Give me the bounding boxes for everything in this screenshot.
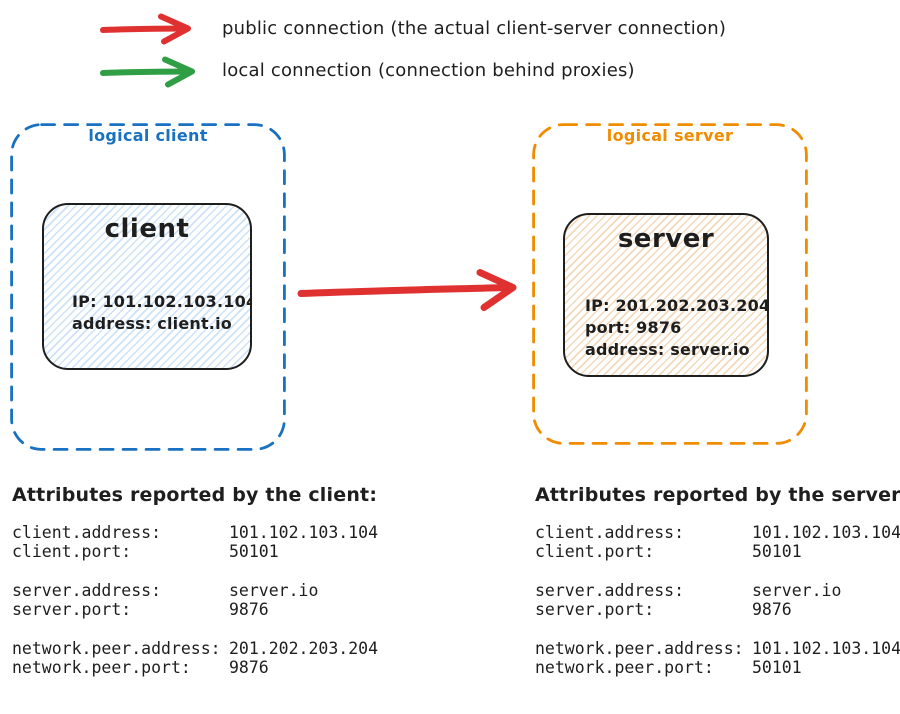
server-node-details: IP: 201.202.203.204 port: 9876 address: … bbox=[585, 295, 769, 361]
server-address-line: address: server.io bbox=[585, 340, 750, 359]
attr-row-server-address: server.address: server.io bbox=[12, 581, 319, 600]
logical-client-label: logical client bbox=[88, 126, 208, 145]
server-port-line: port: 9876 bbox=[585, 318, 682, 337]
client-ip-line: IP: 101.102.103.104 bbox=[72, 292, 252, 311]
legend-label-public-connection: public connection (the actual client-ser… bbox=[222, 18, 727, 39]
client-node-details: IP: 101.102.103.104 address: client.io bbox=[72, 291, 252, 335]
client-node: client IP: 101.102.103.104 address: clie… bbox=[42, 203, 252, 370]
attr-row-server-address: server.address: server.io bbox=[535, 581, 842, 600]
client-server-connection-arrow bbox=[297, 269, 517, 311]
logical-server-label: logical server bbox=[606, 126, 734, 145]
server-attributes-title: Attributes reported by the server: bbox=[535, 484, 900, 506]
local-connection-arrow-icon bbox=[100, 56, 195, 88]
attr-row-server-port: server.port: 9876 bbox=[535, 600, 792, 619]
attr-row-client-port: client.port: 50101 bbox=[535, 542, 802, 561]
attr-row-client-address: client.address: 101.102.103.104 bbox=[12, 523, 379, 542]
server-ip-line: IP: 201.202.203.204 bbox=[585, 296, 769, 315]
attr-row-network-peer-port: network.peer.port: 9876 bbox=[12, 658, 269, 677]
client-attributes-title: Attributes reported by the client: bbox=[12, 484, 378, 506]
attr-row-server-port: server.port: 9876 bbox=[12, 600, 269, 619]
server-attributes-section: Attributes reported by the server: clien… bbox=[535, 484, 900, 677]
server-node: server IP: 201.202.203.204 port: 9876 ad… bbox=[563, 213, 769, 377]
attr-row-client-address: client.address: 101.102.103.104 bbox=[535, 523, 900, 542]
client-node-title: client bbox=[104, 214, 190, 244]
server-node-title: server bbox=[617, 224, 715, 254]
client-address-line: address: client.io bbox=[72, 314, 232, 333]
logical-server-group: logical server server IP: 201.202.203.20… bbox=[532, 123, 808, 445]
logical-client-group: logical client client IP: 101.102.103.10… bbox=[10, 123, 286, 451]
legend-label-local-connection: local connection (connection behind prox… bbox=[222, 60, 635, 81]
attr-row-client-port: client.port: 50101 bbox=[12, 542, 279, 561]
attr-row-network-peer-address: network.peer.address: 201.202.203.204 bbox=[12, 639, 379, 658]
logical-client-dashed-border bbox=[10, 123, 286, 451]
client-attributes-section: Attributes reported by the client: clien… bbox=[12, 484, 378, 677]
public-connection-arrow-icon bbox=[100, 13, 191, 45]
attr-row-network-peer-port: network.peer.port: 50101 bbox=[535, 658, 802, 677]
attr-row-network-peer-address: network.peer.address: 101.102.103.104 bbox=[535, 639, 900, 658]
logical-server-dashed-border bbox=[532, 123, 808, 445]
